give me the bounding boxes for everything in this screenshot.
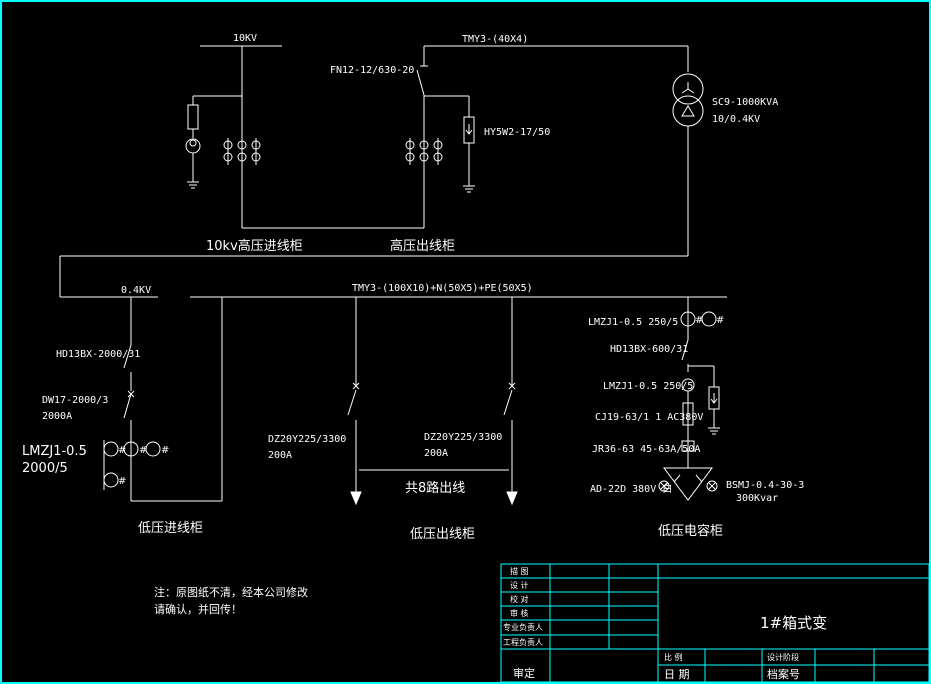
lv-bus-spec: TMY3-(100X10)+N(50X5)+PE(50X5) [352, 283, 533, 294]
tb-row-0: 描 图 [510, 566, 529, 576]
out-breaker2-model: DZ20Y225/3300 [424, 432, 502, 443]
ct-model-label: LMZJ1-0.5 [22, 444, 87, 459]
cap-ct-top-label: LMZJ1-0.5 250/5 [588, 317, 678, 328]
drawing-title: 1#箱式变 [760, 614, 827, 632]
hv-outgoing-ct-group [405, 138, 443, 165]
hv-incoming-cabinet: 10kv高压进线柜 [206, 238, 303, 254]
ct-mark: # [716, 315, 724, 326]
hv-bus-label: 10KV [233, 33, 257, 44]
fuse-box [681, 440, 695, 452]
tb-scale: 比 例 [664, 652, 683, 662]
lv-breaker-model: DW17-2000/3 [42, 395, 108, 406]
lv-outgoing-cabinet: 低压出线柜 [410, 527, 475, 542]
tb-stage: 设计阶段 [767, 652, 799, 662]
tb-row-3: 审 核 [510, 608, 529, 618]
capacitor-ct-top [680, 311, 717, 327]
transformer-ratio: 10/0.4KV [712, 114, 760, 125]
cap-fuse-label: JR36-63 45-63A/50A [592, 444, 700, 455]
hv-outgoing-cabinet: 高压出线柜 [390, 238, 455, 254]
load-break-switch [416, 46, 428, 96]
cap-isolator-label: HD13BX-600/31 [610, 344, 688, 355]
ground-symbol-1 [187, 181, 199, 189]
hv-incoming-ct-group [223, 138, 261, 165]
cap-ct-mid-label: LMZJ1-0.5 250/5 [603, 381, 693, 392]
out-breaker1-model: DZ20Y225/3300 [268, 434, 346, 445]
lv-outgoing-breaker-1 [347, 297, 362, 506]
tb-date: 日 期 [664, 668, 690, 681]
tb-approve: 审定 [513, 666, 535, 680]
ct-mark: # [139, 445, 147, 456]
transformer-model: SC9-1000KVA [712, 97, 778, 108]
capacitor-isolator [681, 339, 689, 372]
outgoing-circuits-note: 共8路出线 [405, 480, 465, 496]
contactor-box [682, 402, 694, 426]
lv-incoming-cabinet: 低压进线柜 [138, 521, 203, 536]
ct-mark: # [695, 315, 703, 326]
cap-model-label: BSMJ-0.4-30-3 [726, 480, 804, 491]
ct-mark: # [161, 445, 169, 456]
tb-row-2: 校 对 [510, 594, 529, 604]
lv-outgoing-breaker-2 [503, 297, 518, 506]
hv-cable-label: TMY3-(40X4) [462, 34, 528, 45]
ground-symbol-2 [463, 185, 475, 193]
tb-row-4: 专业负责人 [503, 622, 543, 632]
ct-mark: # [118, 476, 126, 487]
note-line-2: 请确认，并回传！ [154, 602, 242, 616]
tb-row-1: 设 计 [510, 580, 529, 590]
cap-lamp-label: AD-22D 380V 白 [590, 482, 672, 495]
lv-main-breaker [123, 393, 132, 501]
note-line-1: 注：原图纸不清，经本公司修改 [154, 585, 308, 599]
pt-fuse [187, 104, 199, 130]
tb-archive: 档案号 [767, 667, 800, 681]
title-block: 描 图 设 计 校 对 审 核 专业负责人 工程负责人 比 例 设计阶段 审定 … [500, 563, 930, 683]
main-transformer [672, 73, 704, 127]
out-breaker2-rating: 200A [424, 448, 448, 459]
cap-contactor-label: CJ19-63/1 1 AC380V [595, 412, 703, 423]
hv-switch-label: FN12-12/630-20 [330, 65, 414, 76]
ct-ratio-label: 2000/5 [22, 461, 68, 476]
ground-symbol-3 [708, 427, 720, 435]
cap-rating-label: 300Kvar [736, 493, 778, 504]
lv-bus-voltage: 0.4KV [121, 285, 151, 296]
out-breaker1-rating: 200A [268, 450, 292, 461]
arrester-label: HY5W2-17/50 [484, 127, 550, 138]
tb-row-5: 工程负责人 [503, 637, 543, 647]
lv-isolator-label: HD13BX-2000/31 [56, 349, 140, 360]
lv-incoming-ct-group [103, 440, 161, 490]
ct-mark: # [118, 445, 126, 456]
capacitor-cabinet: 低压电容柜 [658, 523, 723, 539]
lv-breaker-rating: 2000A [42, 411, 72, 422]
